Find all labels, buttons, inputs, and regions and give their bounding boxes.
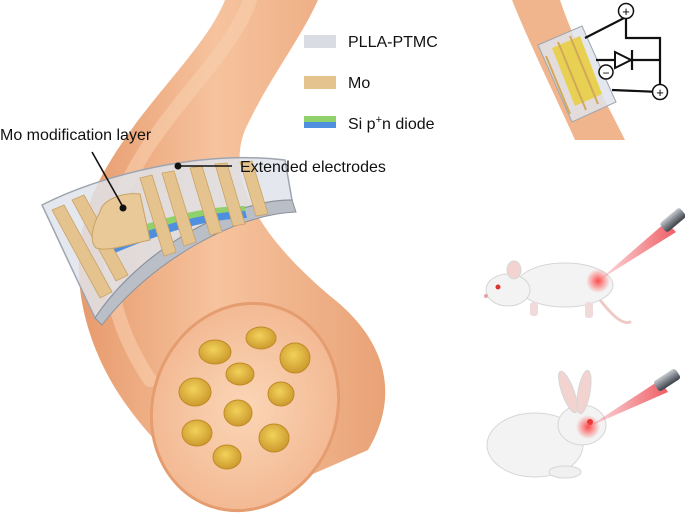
terminal-bottom-sign: + <box>656 85 664 100</box>
fascicle <box>267 381 295 407</box>
fascicle <box>258 423 290 453</box>
fascicle <box>225 362 255 386</box>
terminal-minus-sign: − <box>602 66 609 80</box>
mo-electrode <box>139 174 177 257</box>
electrodes-label: Extended electrodes <box>240 159 386 176</box>
fascicles <box>178 326 311 470</box>
mo-electrode <box>214 162 246 227</box>
legend-swatch-si-bottom <box>304 122 336 128</box>
fascicle <box>245 326 277 350</box>
callout-mo-layer: Mo modification layer <box>0 127 152 212</box>
laser-pointer-icon-2 <box>588 369 681 427</box>
legend-swatch-plla-ptmc <box>304 35 336 48</box>
terminal-bottom-icon <box>651 83 669 101</box>
terminal-minus-icon <box>598 64 614 80</box>
mo-layer-label: Mo modification layer <box>0 127 152 144</box>
rat-icon <box>484 260 632 325</box>
mo-electrode <box>161 170 197 247</box>
legend-swatch-mo <box>304 76 336 89</box>
terminal-top-icon <box>617 2 635 20</box>
mo-electrode <box>239 160 269 217</box>
legend-label-plla-ptmc: PLLA-PTMC <box>348 34 438 51</box>
diode-symbol <box>614 50 634 70</box>
laser-pointer-icon <box>598 208 685 281</box>
fascicle <box>223 399 253 427</box>
terminal-top-sign: + <box>622 4 630 19</box>
mo-electrode <box>51 204 113 299</box>
fascicle <box>279 342 311 374</box>
fascicle <box>181 419 213 447</box>
circuit-inset: + − + <box>512 0 669 140</box>
legend-swatch-si-top <box>304 116 336 122</box>
rabbit-icon <box>486 369 607 479</box>
legend: PLLA-PTMC Mo Si p+n diode <box>304 34 438 133</box>
implant-device <box>41 157 297 326</box>
mo-electrodes <box>51 160 269 299</box>
legend-label-mo: Mo <box>348 75 370 92</box>
fascicle <box>212 444 242 470</box>
fascicle <box>178 377 212 407</box>
mo-modification-pad <box>91 193 151 250</box>
callout-electrodes: Extended electrodes <box>174 159 386 176</box>
fascicle <box>198 339 232 365</box>
nerve-illustration <box>78 0 386 513</box>
legend-label-si-diode: Si p+n diode <box>348 114 435 133</box>
